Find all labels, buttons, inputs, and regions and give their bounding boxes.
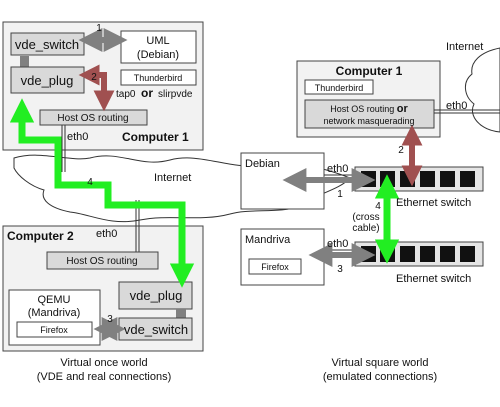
caption-left-1: Virtual once world [60,357,147,369]
qemu-label: QEMU [38,294,71,306]
r-mandriva-title: Mandriva [245,234,291,246]
vde-switch-label-c2: vde_switch [124,322,188,337]
r-cross-4: 4 [375,201,381,212]
r-firefox-box [248,258,302,275]
computer1-title: Computer 1 [122,130,189,144]
r-routing-text-a: Host OS routing [330,104,394,114]
firefox-box [16,321,93,338]
qemu-sub-label: (Mandriva) [28,307,81,319]
r-cross-a: (cross [352,212,379,223]
tap0-label: tap0 [116,89,136,100]
firefox-label-c2: Firefox [40,325,68,335]
host-routing-label: Host OS routing [57,113,128,124]
r-firefox-label: Firefox [261,262,289,272]
uml-label: UML [146,35,169,47]
vde-plug-label-c2: vde_plug [130,288,183,303]
r-switch-top-label: Ethernet switch [396,197,471,209]
thunderbird-box [120,69,197,86]
caption-left-2: (VDE and real connections) [37,371,172,383]
slirpvde-label: slirpvde [158,89,193,100]
connector-block [20,56,29,67]
r-arrow-1-label: 1 [337,189,343,200]
r-computer1-title: Computer 1 [336,64,403,78]
connector-block-c2 [176,309,186,318]
internet-label-left: Internet [154,172,191,184]
green-path-4 [9,98,195,288]
vde-plug-label: vde_plug [21,73,74,88]
r-debian-eth0: eth0 [327,163,348,175]
internet-cloud-right [465,47,500,133]
r-debian-title: Debian [245,158,280,170]
arrow-3-label: 3 [107,314,113,325]
host-routing-label-c2: Host OS routing [66,256,137,267]
r-arrow-3-label: 3 [337,264,343,275]
thunderbird-label: Thunderbird [134,73,183,83]
r-thunderbird-box [304,79,374,95]
r-switch-bottom-label: Ethernet switch [396,273,471,285]
vde-switch-label: vde_switch [15,37,79,52]
r-routing-box [304,99,435,129]
uml-sub-label: (Debian) [137,49,179,61]
r-cross-b: cable) [352,223,379,234]
caption-right-1: Virtual square world [331,357,428,369]
arrow-2-label: 2 [91,72,97,83]
arrow-1-label: 1 [96,23,102,34]
r-internet-label: Internet [446,41,483,53]
or-label: or [141,86,153,100]
r-arrow-2-label: 2 [398,145,404,156]
r-eth0-label: eth0 [446,100,467,112]
r-routing-or: or [397,103,409,115]
r-routing-label-2: network masquerading [323,116,414,126]
r-thunderbird-label: Thunderbird [315,83,364,93]
eth0-label-c2: eth0 [96,228,117,240]
computer2-title: Computer 2 [7,229,74,243]
green-path-label: 4 [87,177,93,188]
eth0-label-c1: eth0 [67,131,88,143]
caption-right-2: (emulated connections) [323,371,437,383]
arrow-2 [78,64,115,112]
r-routing-label-1: Host OS routing or [330,103,408,115]
r-mandriva-eth0: eth0 [327,238,348,250]
